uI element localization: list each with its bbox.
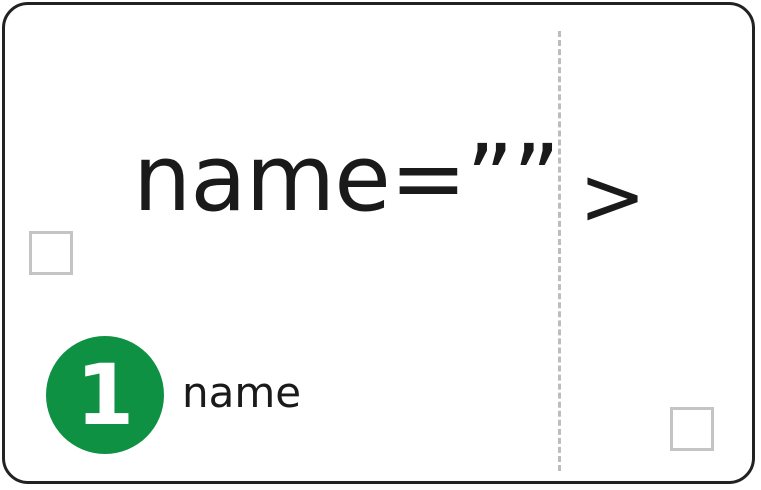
attribute-card: name=”” > 1 name <box>2 2 755 484</box>
callout-label: name <box>182 368 302 417</box>
checkbox-right[interactable] <box>670 407 714 451</box>
closing-bracket: > <box>579 150 647 243</box>
checkbox-left[interactable] <box>29 231 73 275</box>
callout-number-badge: 1 <box>46 336 164 454</box>
dashed-divider <box>558 31 561 471</box>
attribute-code: name=”” <box>133 125 560 232</box>
